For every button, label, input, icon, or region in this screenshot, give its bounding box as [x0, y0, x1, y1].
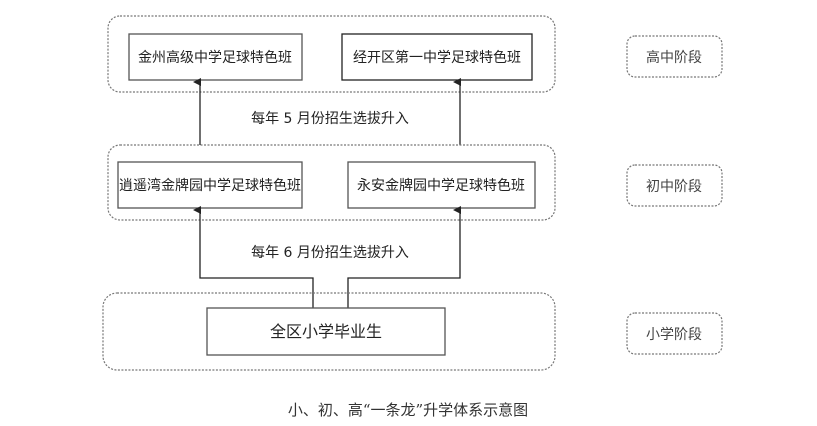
high-school-class-2: 经开区第一中学足球特色班 [341, 33, 533, 81]
diagram-caption: 小、初、高“一条龙”升学体系示意图 [288, 401, 528, 419]
middle-school-group [107, 144, 556, 221]
stage-middle: 初中阶段 [626, 164, 723, 207]
stage-high: 高中阶段 [626, 35, 723, 78]
primary-school-group [102, 292, 556, 371]
stage-primary: 小学阶段 [626, 312, 723, 355]
stage-label: 高中阶段 [646, 49, 702, 66]
stage-label: 初中阶段 [646, 178, 702, 195]
class-label: 永安金牌园中学足球特色班 [357, 177, 525, 194]
middle-school-class-1: 逍遥湾金牌园中学足球特色班 [117, 161, 303, 209]
stage-label: 小学阶段 [646, 327, 702, 343]
primary-graduates-box: 全区小学毕业生 [206, 307, 446, 356]
high-school-class-1: 金州高级中学足球特色班 [128, 33, 303, 81]
class-label: 经开区第一中学足球特色班 [353, 49, 521, 66]
high-school-group [107, 15, 556, 93]
middle-school-class-2: 永安金牌园中学足球特色班 [347, 161, 536, 209]
class-label: 金州高级中学足球特色班 [138, 49, 292, 66]
primary-graduates-label: 全区小学毕业生 [270, 322, 382, 341]
transition-label-high: 每年 5 月份招生选拔升入 [251, 111, 409, 127]
transition-label-middle: 每年 6 月份招生选拔升入 [251, 245, 409, 261]
class-label: 逍遥湾金牌园中学足球特色班 [119, 177, 301, 194]
